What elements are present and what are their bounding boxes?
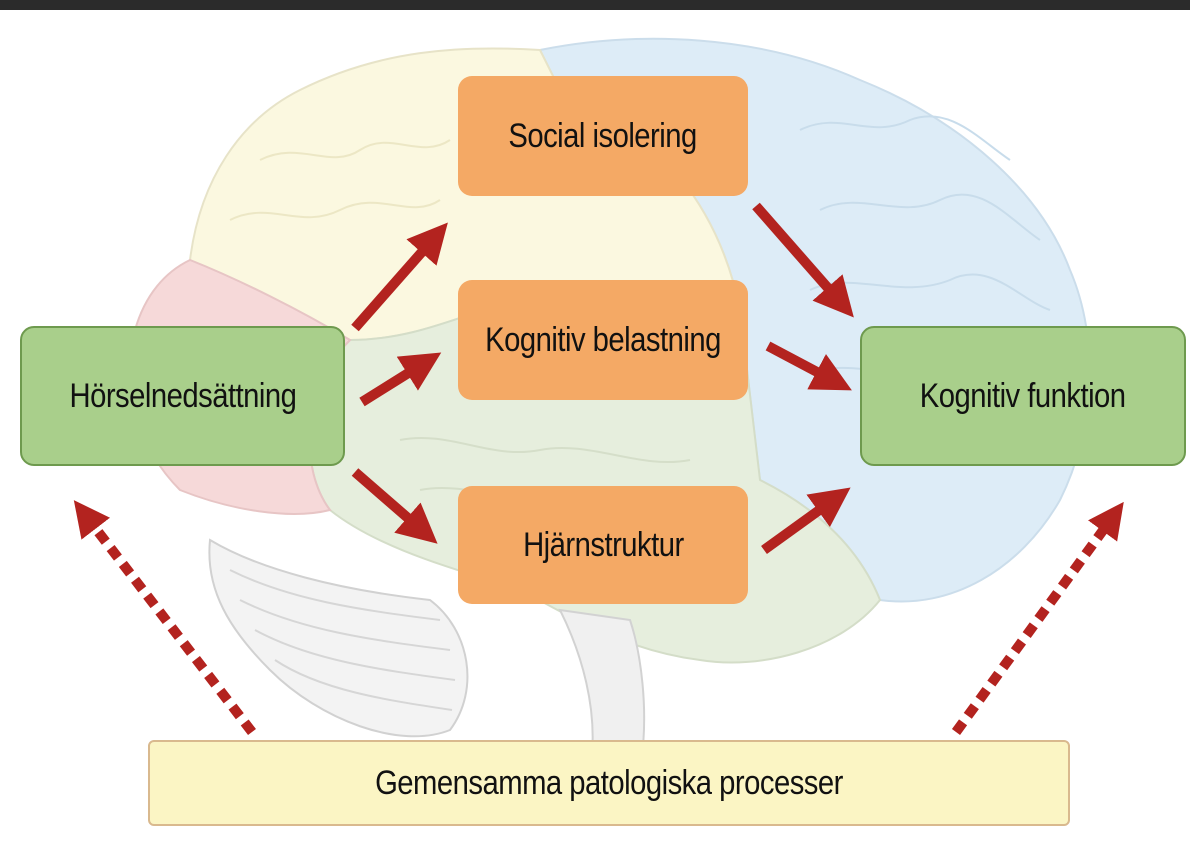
hearing-loss-box: Hörselnedsättning	[20, 326, 345, 466]
arrow-load-to-cognition	[765, 341, 852, 391]
causal-arrows	[351, 202, 854, 555]
arrow-hearing-to-social	[351, 222, 448, 332]
social-isolation-label: Social isolering	[508, 116, 698, 155]
brain-structure-label: Hjärnstruktur	[522, 525, 684, 564]
social-isolation-box: Social isolering	[458, 76, 748, 196]
common-pathology-label: Gemensamma patologiska processer	[375, 763, 843, 802]
arrow-brain-to-cognition	[761, 487, 851, 555]
hearing-loss-label: Hörselnedsättning	[69, 376, 296, 415]
cognitive-function-box: Kognitiv funktion	[860, 326, 1186, 466]
arrow-hearing-to-brain	[351, 468, 438, 544]
arrow-hearing-to-load	[359, 352, 442, 407]
arrow-social-to-cognition	[752, 202, 854, 318]
pathology-arrows	[73, 500, 1124, 736]
cognitive-function-label: Kognitiv funktion	[920, 376, 1126, 415]
diagram-canvas: Hörselnedsättning Kognitiv funktion Soci…	[0, 10, 1190, 858]
cognitive-load-label: Kognitiv belastning	[485, 320, 721, 359]
arrow-pathology-to-cognition	[951, 501, 1124, 735]
common-pathology-box: Gemensamma patologiska processer	[148, 740, 1070, 826]
arrow-pathology-to-hearing	[73, 500, 256, 736]
cognitive-load-box: Kognitiv belastning	[458, 280, 748, 400]
brain-structure-box: Hjärnstruktur	[458, 486, 748, 604]
